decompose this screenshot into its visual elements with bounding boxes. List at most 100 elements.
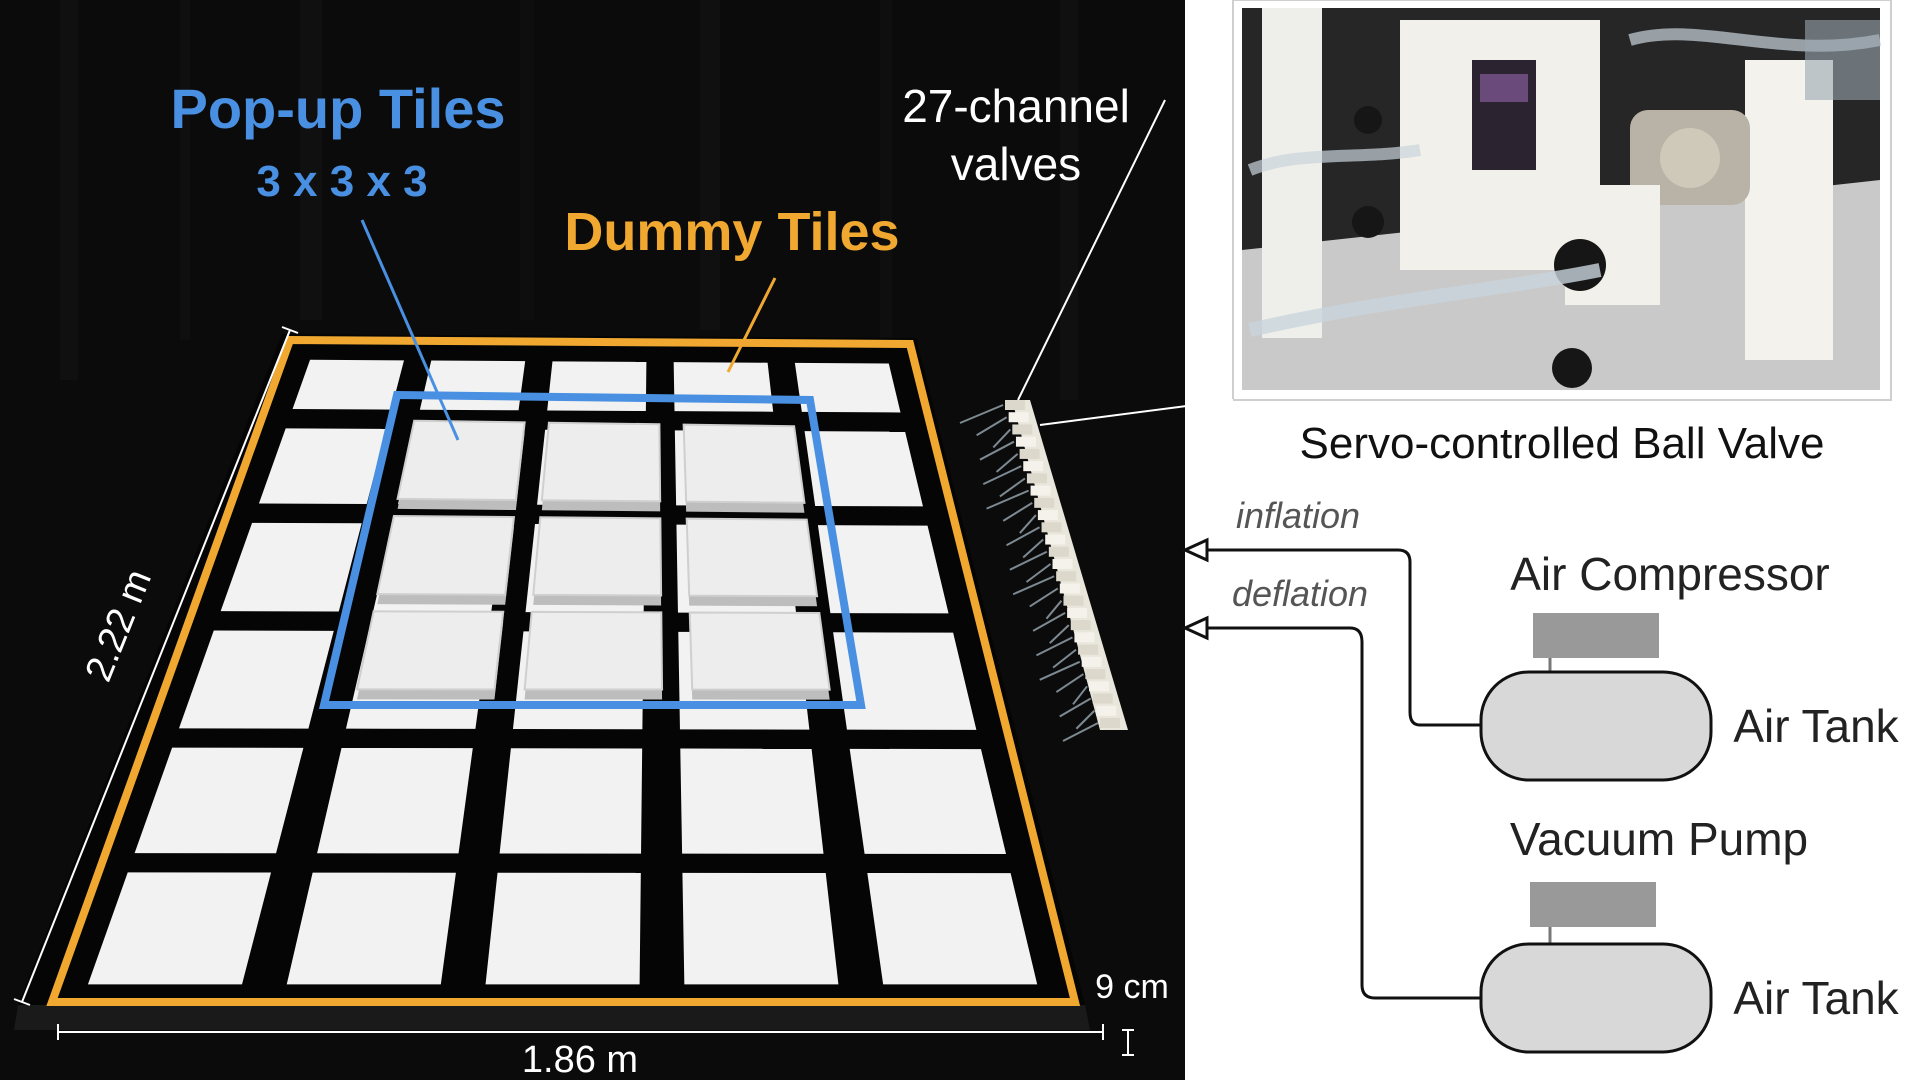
valve-unit: [1096, 705, 1117, 716]
inflation-label: inflation: [1236, 495, 1360, 536]
valve-tube: [1009, 550, 1048, 571]
pneumatic-schematic: inflation deflation Air Compressor Air T…: [1181, 495, 1900, 1054]
valve-tube: [1059, 697, 1092, 718]
tiles-layer: [87, 359, 1038, 985]
curtain-folds: [60, 0, 1078, 400]
popup-tile: [376, 515, 516, 596]
dummy-tile: [87, 872, 272, 985]
valve-unit: [1012, 424, 1033, 435]
dummy-tile: [849, 748, 1007, 854]
pump-box: [1530, 882, 1656, 927]
popup-tile: [685, 517, 819, 598]
dummy-tile: [682, 872, 839, 985]
valve-tube: [995, 453, 1019, 473]
valve-unit: [1019, 448, 1040, 459]
popup-pointer-line: [360, 219, 460, 441]
valve-unit: [1056, 571, 1077, 582]
dummy-tile: [134, 747, 304, 854]
valves-pointer-line: [1017, 99, 1166, 401]
dummy-tiles-border: [46, 335, 1081, 1006]
valve-tube: [1062, 722, 1099, 742]
valve-tube: [959, 404, 1004, 424]
valve-tube: [1025, 563, 1052, 583]
valve-unit: [1085, 669, 1106, 680]
dummy-tile: [317, 747, 473, 854]
valve-tube: [1049, 624, 1070, 644]
valve-tube: [976, 416, 1008, 437]
dummy-tile: [258, 428, 387, 504]
valve-tube: [1006, 526, 1041, 547]
popup-tile: [688, 611, 831, 691]
dummy-tile: [680, 748, 824, 854]
popup-tile: [396, 419, 526, 502]
valve-tube: [1072, 685, 1088, 705]
dummy-tile: [673, 362, 774, 412]
valve-unit: [1026, 473, 1047, 484]
valve-tube: [1012, 575, 1055, 596]
mat-edge: [14, 1005, 1090, 1030]
popup-dims: 3 x 3 x 3: [256, 157, 427, 206]
valve-tube: [1039, 660, 1081, 681]
valve-unit: [1081, 656, 1102, 667]
valve-tube: [982, 465, 1022, 486]
valves-label-line2: valves: [951, 138, 1081, 190]
deflation-arrowhead: [1181, 615, 1209, 641]
valve-unit: [1045, 534, 1066, 545]
dummy-title: Dummy Tiles: [564, 202, 899, 262]
valve-tube: [1045, 600, 1063, 620]
gap-dimension-label: 9 cm: [1095, 968, 1169, 1006]
valve-unit: [1034, 497, 1055, 508]
compressor-label: Air Compressor: [1510, 548, 1830, 600]
compressor-box: [1533, 613, 1659, 658]
tank-top: [1479, 670, 1713, 782]
dummy-tile: [804, 431, 923, 507]
dummy-tile: [178, 630, 334, 729]
popup-tiles-border: [318, 390, 866, 709]
deflation-label: deflation: [1232, 573, 1368, 614]
inset-connector-line: [1039, 399, 1234, 426]
valve-unit: [1037, 510, 1058, 521]
valve-unit: [1052, 559, 1073, 569]
dummy-tile: [220, 522, 362, 612]
valve-tube: [986, 489, 1029, 510]
popup-tile: [682, 423, 806, 504]
depth-dimension: [13, 326, 299, 1006]
valve-tube: [1055, 673, 1084, 693]
valve-tube: [1002, 501, 1033, 522]
inset-caption: Servo-controlled Ball Valve: [1300, 419, 1825, 468]
valve-unit: [1100, 718, 1120, 728]
popup-title: Pop-up Tiles: [171, 77, 506, 140]
valve-unit: [1067, 607, 1088, 618]
valve-tube: [1035, 636, 1073, 657]
valve-unit: [1048, 546, 1069, 557]
dummy-tile: [286, 872, 456, 985]
valve-tube: [1019, 514, 1037, 534]
valve-tube: [1075, 710, 1096, 730]
valve-unit: [1063, 595, 1084, 606]
dummy-pointer-line: [726, 277, 777, 373]
tank-bottom-label: Air Tank: [1733, 972, 1899, 1024]
valves-label-line1: 27-channel: [902, 80, 1130, 132]
popup-tile: [532, 516, 663, 597]
gap-dimension-marker: [1122, 1029, 1134, 1056]
width-dimension: [57, 1024, 1104, 1040]
valve-tube: [992, 428, 1012, 449]
valve-unit: [1005, 400, 1025, 410]
valve-tube: [1022, 538, 1044, 559]
dummy-tile: [547, 361, 647, 412]
width-dimension-label: 1.86 m: [522, 1039, 638, 1080]
valve-unit: [1059, 583, 1080, 594]
popup-tile: [355, 610, 505, 691]
popup-tile: [540, 421, 662, 503]
popup-tile: [523, 610, 664, 691]
dummy-tile: [292, 359, 404, 410]
photo-panel: Pop-up Tiles 3 x 3 x 3 Dummy Tiles 27-ch…: [0, 0, 1185, 1080]
valve-unit: [1015, 436, 1036, 447]
valve-tube: [1052, 648, 1077, 669]
ball-valve-inset: Servo-controlled Ball Valve: [1039, 0, 1892, 468]
dummy-tile: [817, 525, 949, 614]
valve-unit: [1008, 412, 1029, 423]
inset-tubing: [1248, 263, 1602, 337]
valve-unit: [1023, 461, 1044, 472]
